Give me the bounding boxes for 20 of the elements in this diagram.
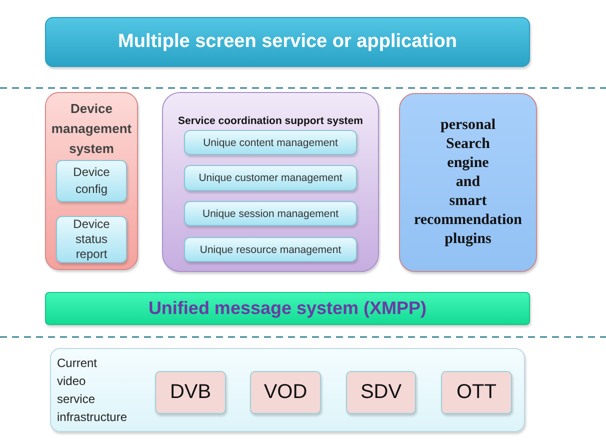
plugin-panel [399,93,537,272]
message-bus-bar: Unified message system (XMPP) [45,292,530,325]
panel-title: Current video service infrastructure [57,355,128,426]
module-box: Unique session management [184,201,357,226]
service-box: SDV [346,371,416,414]
panel-title: Device management system [51,100,132,158]
module-box: Unique content management [184,130,357,155]
application-banner: Multiple screen service or application [45,17,530,67]
infrastructure-panel [50,348,525,432]
module-box: Unique resource management [184,237,357,262]
system-panel [162,92,379,272]
service-box: VOD [250,371,321,414]
panel-title: Service coordination support system [177,114,364,128]
module-box: Unique customer management [184,165,357,191]
module-box: Device status report [56,216,127,263]
service-box: OTT [441,371,512,414]
module-box: Device config [56,160,127,202]
service-box: DVB [155,371,226,414]
system-panel [45,92,138,270]
panel-text: personal Search engine and smart recommendation plugins [414,116,522,249]
